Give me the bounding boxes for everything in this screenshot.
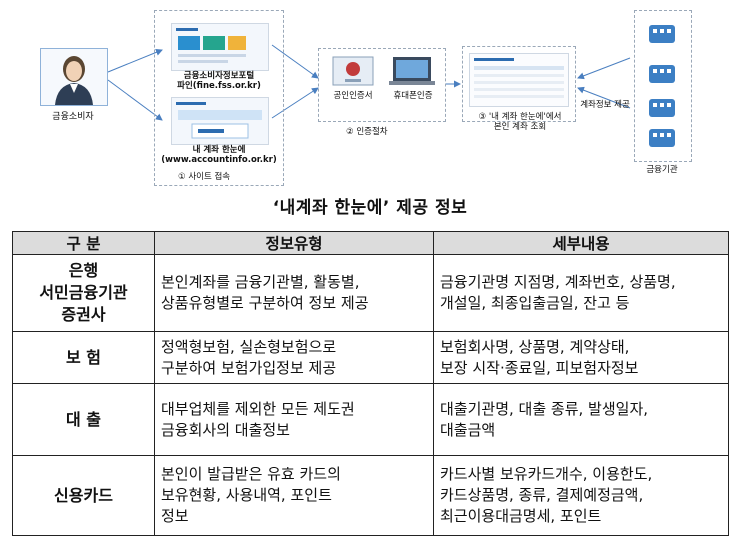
phone-cert-label: 휴대폰인증 <box>393 91 433 101</box>
row-details: 카드사별 보유카드개수, 이용한도, 카드상품명, 종류, 결제예정금액, 최근… <box>433 455 729 536</box>
cert-label: 공인인증서 <box>333 91 373 101</box>
fine-portal-screenshot <box>171 23 269 71</box>
row-category: 보 험 <box>12 331 155 384</box>
financial-institutions-group <box>634 10 692 162</box>
institution-label: 금융기관 <box>646 165 678 175</box>
row-info-type: 본인계좌를 금융기관별, 활동별, 상품유형별로 구분하여 정보 제공 <box>154 254 434 332</box>
table-row: 보 험 정액형보험, 실손형보험으로 구분하여 보험가입정보 제공 보험회사명,… <box>12 331 729 384</box>
row-details: 금융기관명 지점명, 계좌번호, 상품명, 개설일, 최종입출금일, 잔고 등 <box>433 254 729 332</box>
account-list-screenshot <box>469 53 569 107</box>
account-info-provide-label: 계좌정보 제공 <box>580 100 630 110</box>
header-info-type: 정보유형 <box>154 231 434 255</box>
step3-label: ③ '내 계좌 한눈에'에서 본인 계좌 조회 <box>478 112 562 132</box>
row-category: 대 출 <box>12 383 155 456</box>
table-header-row: 구 분 정보유형 세부내용 <box>12 231 729 255</box>
row-category: 은행 서민금융기관 증권사 <box>12 254 155 332</box>
row-info-type: 정액형보험, 실손형보험으로 구분하여 보험가입정보 제공 <box>154 331 434 384</box>
header-details: 세부내용 <box>433 231 729 255</box>
table-row: 대 출 대부업체를 제외한 모든 제도권 금융회사의 대출정보 대출기관명, 대… <box>12 383 729 456</box>
header-category: 구 분 <box>12 231 155 255</box>
person-icon <box>55 56 93 105</box>
step2-label: ② 인증절차 <box>346 127 388 137</box>
row-details: 보험회사명, 상품명, 계약상태, 보장 시작·종료일, 피보험자정보 <box>433 331 729 384</box>
row-category: 신용카드 <box>12 455 155 536</box>
building-icons <box>649 25 675 147</box>
consumer-label: 금융소비자 <box>52 112 94 122</box>
row-details: 대출기관명, 대출 종류, 발생일자, 대출금액 <box>433 383 729 456</box>
certification-group: 공인인증서 휴대폰인증 <box>318 48 446 122</box>
provided-info-table: 구 분 정보유형 세부내용 은행 서민금융기관 증권사 본인계좌를 금융기관별,… <box>12 231 729 536</box>
certificate-icon <box>332 56 435 86</box>
accountinfo-screenshot <box>171 97 269 145</box>
fine-portal-caption: 금융소비자정보포털 파인(fine.fss.or.kr) <box>177 71 261 91</box>
table-row: 은행 서민금융기관 증권사 본인계좌를 금융기관별, 활동별, 상품유형별로 구… <box>12 254 729 332</box>
account-query-group <box>462 46 576 122</box>
service-flow-diagram: 금융소비자 금융소비자정보포털 파인(fine.fss.or.kr) 내 계좌 … <box>0 0 740 186</box>
row-info-type: 대부업체를 제외한 모든 제도권 금융회사의 대출정보 <box>154 383 434 456</box>
table-row: 신용카드 본인이 발급받은 유효 카드의 보유현황, 사용내역, 포인트 정보 … <box>12 455 729 536</box>
table-title: ‘내계좌 한눈에’ 제공 정보 <box>272 198 468 218</box>
consumer-figure <box>40 48 108 106</box>
site-access-group: 금융소비자정보포털 파인(fine.fss.or.kr) 내 계좌 한눈에 (w… <box>154 10 284 186</box>
accountinfo-caption: 내 계좌 한눈에 (www.accountinfo.or.kr) <box>161 145 277 165</box>
step1-label: ① 사이트 접속 <box>178 172 231 182</box>
row-info-type: 본인이 발급받은 유효 카드의 보유현황, 사용내역, 포인트 정보 <box>154 455 434 536</box>
flow-arrows <box>107 44 631 121</box>
